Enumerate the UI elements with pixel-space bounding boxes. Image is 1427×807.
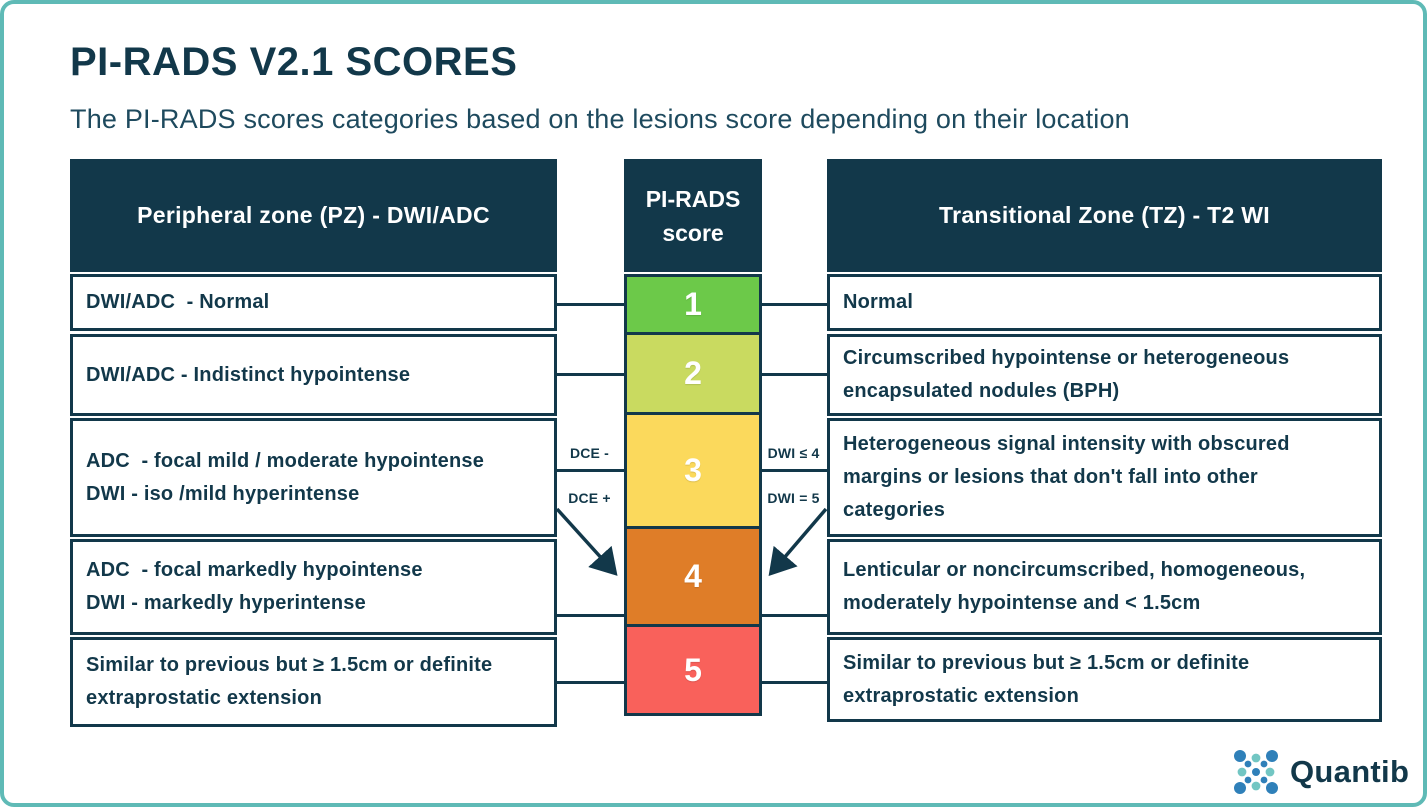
pirads-score-header: PI-RADS score (624, 159, 762, 272)
connector-line (557, 303, 624, 306)
quantib-logo-text: Quantib (1290, 754, 1410, 789)
connector-line (762, 303, 827, 306)
page-title: PI-RADS V2.1 SCORES (70, 40, 518, 84)
row-line: ADC - focal markedly hypointense (86, 559, 423, 581)
peripheral-zone-header: Peripheral zone (PZ) - DWI/ADC (70, 159, 557, 272)
row-line: DWI - markedly hyperintense (86, 592, 366, 614)
row-line: ADC - focal mild / moderate hypointense (86, 449, 485, 472)
row-line: Normal (843, 291, 914, 313)
score-box-5: 5 (624, 624, 762, 716)
row-line: extraprostatic extension (86, 687, 322, 709)
table-row: DWI/ADC - Normal (70, 274, 557, 331)
connector-line (557, 373, 624, 376)
score-header-line: PI-RADS (645, 185, 741, 212)
pirads-score-column: PI-RADS score 1 2 3 4 5 (624, 159, 762, 716)
dwi-le-4-label: DWI ≤ 4 (767, 445, 820, 461)
row-line: Heterogeneous signal intensity with obsc… (843, 433, 1290, 455)
table-row: ADC - focal mild / moderate hypointense … (70, 418, 557, 537)
row-line: margins or lesions that don't fall into … (843, 466, 1258, 488)
row-line: Similar to previous but ≥ 1.5cm or defin… (843, 651, 1250, 674)
score-box-4: 4 (624, 526, 762, 627)
row-line: DWI/ADC - Indistinct hypointense (86, 363, 411, 386)
score-header-line: score (662, 219, 724, 246)
row-line: Lenticular or noncircumscribed, homogene… (843, 559, 1306, 581)
peripheral-zone-table: Peripheral zone (PZ) - DWI/ADC DWI/ADC -… (70, 159, 557, 727)
dce-plus-label: DCE + (568, 490, 611, 506)
table-row: Lenticular or noncircumscribed, homogene… (827, 539, 1382, 635)
connector-line (762, 373, 827, 376)
connector-line (557, 469, 624, 472)
score-box-3: 3 (624, 412, 762, 529)
row-line: DWI - iso /mild hyperintense (86, 482, 360, 505)
connector-line (762, 681, 827, 684)
table-row: DWI/ADC - Indistinct hypointense (70, 334, 557, 416)
row-line: categories (843, 499, 946, 521)
connector-line (557, 681, 624, 684)
transitional-zone-header: Transitional Zone (TZ) - T2 WI (827, 159, 1382, 272)
arrow-down-left-icon (768, 507, 828, 576)
connector-line (762, 614, 827, 617)
page-subtitle: The PI-RADS scores categories based on t… (70, 104, 1130, 134)
row-line: Similar to previous but ≥ 1.5cm or defin… (86, 654, 493, 676)
connector-line (762, 469, 827, 472)
transitional-zone-table: Transitional Zone (TZ) - T2 WI Normal Ci… (827, 159, 1382, 722)
row-line: DWI/ADC - Normal (86, 291, 270, 313)
dwi-eq-5-label: DWI = 5 (767, 490, 820, 506)
row-line: encapsulated nodules (BPH) (843, 380, 1120, 402)
connector-line (557, 614, 624, 617)
table-row: Similar to previous but ≥ 1.5cm or defin… (70, 637, 557, 727)
row-line: extraprostatic extension (843, 684, 1079, 707)
score-box-2: 2 (624, 332, 762, 415)
table-row: Similar to previous but ≥ 1.5cm or defin… (827, 637, 1382, 722)
row-line: moderately hypointense and < 1.5cm (843, 592, 1201, 614)
table-row: Normal (827, 274, 1382, 331)
quantib-logo-mark-icon (1234, 750, 1278, 794)
arrow-down-right-icon (555, 507, 618, 576)
table-row: Circumscribed hypointense or heterogeneo… (827, 334, 1382, 416)
quantib-logo: Quantib (1230, 746, 1409, 798)
row-line: Circumscribed hypointense or heterogeneo… (843, 347, 1290, 369)
dce-minus-label: DCE - (569, 445, 610, 461)
score-box-1: 1 (624, 274, 762, 335)
table-row: ADC - focal markedly hypointense DWI - m… (70, 539, 557, 635)
table-row: Heterogeneous signal intensity with obsc… (827, 418, 1382, 537)
